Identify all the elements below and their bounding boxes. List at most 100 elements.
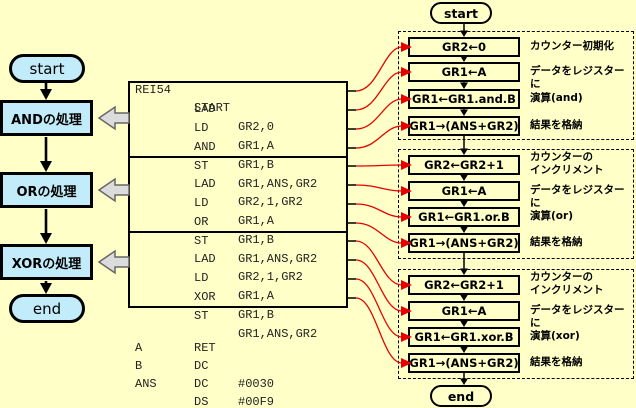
code-row: ANS DS 3 — [0, 357, 208, 408]
process-note: データをレジスターに — [530, 184, 625, 209]
code-label: A — [135, 341, 143, 355]
process-text: GR1→(ANS+GR2) — [409, 356, 519, 370]
left-flowchart-start-terminal: start — [9, 54, 85, 83]
right-flowchart-start-terminal: start — [430, 2, 492, 24]
process-text: GR1←A — [441, 304, 487, 318]
left-flowchart-step-xor: XORの処理 — [0, 244, 93, 280]
code-row: ST GR1,ANS,GR2 — [0, 214, 317, 266]
process-text: GR1→(ANS+GR2) — [409, 236, 519, 250]
process-note: カウンターの インクリメント — [530, 151, 604, 176]
process-note: データをレジスターに — [530, 65, 625, 90]
process-box: GR2←GR2+1 — [408, 275, 520, 295]
process-box: GR1→(ANS+GR2) — [408, 233, 520, 253]
code-operand: GR1,A — [238, 139, 275, 153]
code-opcode: XOR — [194, 290, 216, 304]
code-operand: GR1,A — [238, 289, 275, 303]
code-row: OR GR1,B — [0, 195, 274, 247]
process-box: GR1←GR1.or.B — [408, 207, 520, 227]
start-label: start — [29, 59, 65, 78]
end-label: end — [447, 388, 475, 404]
code-opcode: LD — [194, 121, 209, 135]
code-opcode: LAD — [194, 177, 216, 191]
process-note: 結果を格納 — [530, 119, 583, 131]
arrow-down-icon — [40, 233, 52, 244]
process-text: GR1←GR1.and.B — [412, 92, 516, 106]
code-opcode: OR — [194, 215, 209, 229]
code-row: LAD GR2,1,GR2 — [0, 232, 303, 284]
code-row: ST GR1,ANS,GR2 — [0, 289, 317, 341]
code-label: ANS — [135, 377, 157, 391]
start-label: start — [444, 5, 478, 21]
code-row: A DC #0030 — [0, 321, 274, 391]
process-note: カウンターの インクリメント — [530, 271, 604, 296]
process-box: GR1←A — [408, 301, 520, 321]
process-box: GR1←A — [408, 62, 520, 82]
code-operand: GR1,B — [238, 158, 275, 172]
code-opcode: ST — [194, 309, 209, 323]
process-box: GR1←A — [408, 181, 520, 201]
process-box: GR1←GR1.and.B — [408, 89, 520, 109]
code-opcode: LAD — [194, 102, 216, 116]
arrow-down-icon — [40, 161, 52, 172]
process-note: 演算(or) — [530, 210, 573, 222]
code-operand: GR1,B — [238, 233, 275, 247]
process-note: 演算(xor) — [530, 330, 580, 342]
code-operand: GR1,ANS,GR2 — [238, 252, 318, 266]
code-line-ticks — [347, 90, 356, 299]
code-row: B DC #00F9 — [0, 339, 274, 408]
process-box: GR1→(ANS+GR2) — [408, 353, 520, 373]
hollow-left-arrow-icon — [97, 105, 130, 131]
code-opcode: LD — [194, 196, 209, 210]
code-operand: GR1,ANS,GR2 — [238, 327, 318, 341]
code-row: RET — [0, 303, 216, 355]
step-label: ORの処理 — [16, 184, 77, 200]
code-opcode: DC — [194, 359, 209, 373]
code-opcode: LAD — [194, 252, 216, 266]
code-operand: GR2,0 — [238, 120, 275, 134]
code-operand: GR1,B — [238, 308, 275, 322]
hollow-left-arrow-icon — [97, 177, 130, 203]
left-flowchart-step-or: ORの処理 — [0, 172, 93, 208]
process-note: 結果を格納 — [530, 356, 583, 368]
code-opcode: DS — [194, 395, 209, 408]
code-opcode: ST — [194, 159, 209, 173]
code-opcode: START — [194, 101, 231, 115]
process-note: データをレジスターに — [530, 304, 625, 329]
process-note: 演算(and) — [530, 92, 583, 104]
code-operand: GR1,A — [238, 214, 275, 228]
process-box: GR1←GR1.xor.B — [408, 327, 520, 347]
end-label: end — [32, 299, 62, 318]
process-text: GR1←A — [441, 184, 487, 198]
step-label: ANDの処理 — [11, 112, 82, 128]
process-box: GR2←0 — [408, 37, 520, 57]
arrow-down-icon — [40, 89, 52, 100]
code-opcode: LD — [194, 271, 209, 285]
process-note: カウンター初期化 — [530, 40, 614, 52]
code-operand: GR1,ANS,GR2 — [238, 177, 318, 191]
code-label: REI54 — [135, 83, 172, 97]
hollow-left-arrow-icon — [97, 249, 130, 275]
right-flowchart-end-terminal: end — [430, 385, 492, 407]
code-opcode: RET — [194, 341, 216, 355]
code-operand: GR2,1,GR2 — [238, 270, 303, 284]
code-row: LD GR1,A — [0, 176, 274, 228]
arrow-down-icon — [40, 283, 52, 294]
code-header-row: REI54 START — [0, 63, 230, 115]
process-text: GR2←0 — [442, 40, 486, 54]
process-text: GR1←GR1.xor.B — [414, 330, 514, 344]
code-label: B — [135, 359, 143, 373]
code-row: AND GR1,B — [0, 120, 274, 172]
code-operand: #0030 — [238, 377, 275, 391]
process-text: GR1←GR1.or.B — [418, 210, 510, 224]
code-opcode: ST — [194, 234, 209, 248]
code-operand: #00F9 — [238, 395, 275, 408]
code-row: LAD GR2,1,GR2 — [0, 157, 303, 209]
process-text: GR2←GR2+1 — [424, 158, 504, 172]
code-row: ST GR1,ANS,GR2 — [0, 139, 317, 191]
code-opcode: DC — [194, 377, 209, 391]
red-connectors — [355, 46, 403, 364]
left-flowchart-end-terminal: end — [9, 294, 85, 323]
code-row: LD GR1,A — [0, 101, 274, 153]
process-text: GR2←GR2+1 — [424, 278, 504, 292]
code-opcode: AND — [194, 140, 216, 154]
